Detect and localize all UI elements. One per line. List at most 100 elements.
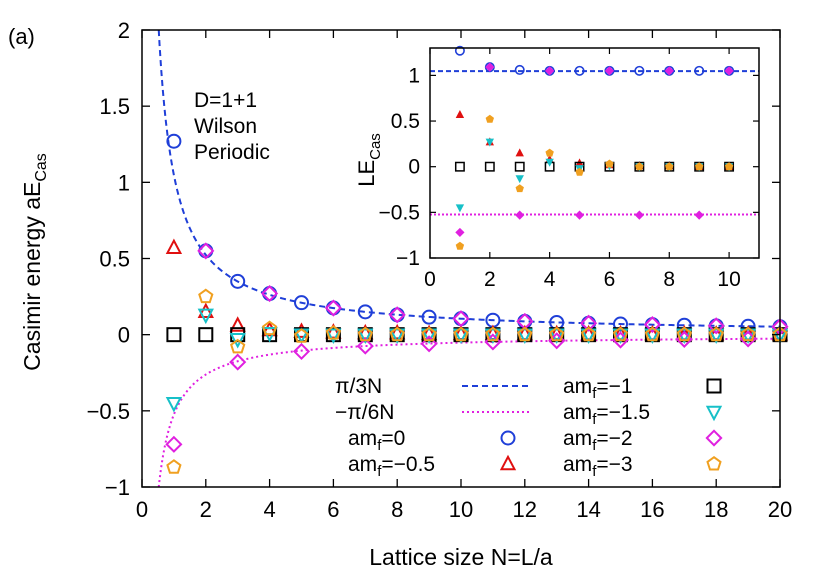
inset-point-pentagon-4 [545, 148, 554, 157]
inset-point-square-3 [514, 161, 525, 172]
main-xtick-label-8: 8 [391, 497, 403, 522]
main-point-triangle-up-3 [229, 316, 246, 332]
main-ytick-label-0: 0 [118, 323, 130, 348]
main-point-circle-3 [230, 273, 246, 289]
main-point-triangle-up-2 [197, 302, 214, 319]
inset-point-pentagon-3 [515, 184, 524, 193]
main-point-triangle-down-18 [708, 328, 725, 344]
inset-point-circle-9 [694, 65, 705, 76]
main-point-pentagon-9 [421, 326, 437, 342]
main-point-triangle-up-6 [325, 323, 342, 339]
main-ytick-label-2: 2 [118, 18, 130, 43]
main-point-triangle-down-3 [229, 333, 246, 349]
inset-point-diamond-6 [604, 66, 615, 76]
main-point-square-2 [198, 327, 214, 343]
legend-label-triangle-up: amf=−0.5 [348, 453, 435, 480]
main-point-triangle-down-6 [325, 328, 342, 344]
main-point-pentagon-19 [740, 326, 756, 342]
legend-marker-diamond [705, 429, 723, 447]
main-point-diamond-7 [356, 337, 374, 355]
inset-ytick-label-0-5: 0.5 [391, 110, 420, 133]
main-xtick-label-2: 2 [200, 497, 212, 522]
legend-label-minus-pi-over-6n: −π/6N [335, 401, 394, 424]
main-point-pentagon-5 [293, 328, 310, 343]
main-point-diamond-4 [261, 284, 279, 303]
inset-xtick-label-6: 6 [604, 268, 616, 291]
main-point-pentagon-7 [357, 326, 373, 342]
inset-point-pentagon-9 [694, 162, 704, 171]
main-point-pentagon-8 [389, 326, 405, 342]
main-point-square-1 [166, 327, 182, 343]
legend-marker-triangle-down [705, 405, 723, 422]
main-point-circle-7 [357, 304, 373, 320]
main-point-pentagon-12 [517, 326, 533, 342]
main-point-circle-15 [613, 316, 628, 332]
main-point-pentagon-3 [230, 338, 246, 354]
main-xtick-label-12: 12 [513, 497, 537, 522]
inset-point-diamond-1 [455, 227, 465, 238]
inset-point-diamond-10 [724, 66, 734, 76]
main-ytick-label-0-5: −0.5 [87, 399, 130, 424]
inset-point-diamond-5 [574, 210, 585, 220]
legend-marker-triangle-up [499, 454, 517, 471]
main-point-pentagon-6 [325, 325, 342, 340]
main-point-diamond-1 [165, 435, 183, 453]
main-ytick-label-1-5: 1.5 [99, 94, 130, 119]
main-point-triangle-down-9 [420, 328, 438, 344]
inset-point-triangle-up-1 [455, 110, 465, 119]
main-point-diamond-8 [388, 306, 406, 324]
inset-ytick-label-1: −1 [396, 247, 420, 270]
main-point-pentagon-2 [198, 288, 214, 304]
inset-point-pentagon-2 [485, 114, 495, 123]
main-point-pentagon-1 [166, 459, 182, 474]
main-point-pentagon-14 [580, 326, 597, 342]
annotation-box: D=1+1 Wilson Periodic [194, 89, 270, 164]
main-point-triangle-down-7 [357, 328, 374, 344]
legend-label-pi-over-3n: π/3N [335, 375, 382, 398]
inset-point-pentagon-8 [665, 162, 674, 171]
inset-point-circle-1 [454, 45, 465, 56]
inset-point-pentagon-1 [455, 241, 465, 250]
main-point-triangle-down-11 [484, 328, 502, 344]
inset-point-diamond-7 [634, 210, 644, 220]
annotation-fermion-type: Wilson [194, 115, 257, 138]
main-xtick-label-6: 6 [327, 497, 339, 522]
main-point-pentagon-18 [708, 326, 724, 342]
inset-xtick-label-8: 8 [663, 268, 675, 291]
legend-label-diamond: amf=−2 [563, 427, 633, 454]
inset-xtick-label-2: 2 [484, 268, 496, 291]
inset-point-circle-5 [574, 65, 585, 76]
legend-label-square: amf=−1 [563, 375, 633, 402]
annotation-dimension: D=1+1 [194, 89, 257, 112]
legend-label-circle: amf=0 [348, 427, 405, 454]
main-point-triangle-up-9 [420, 324, 438, 341]
main-point-triangle-down-1 [165, 397, 183, 413]
inset-plot-frame [429, 47, 760, 259]
inset-point-circle-3 [514, 64, 525, 75]
inset-point-triangle-up-3 [515, 148, 524, 157]
main-y-axis-label: Casimir energy aECas [19, 153, 50, 371]
main-point-pentagon-10 [453, 326, 469, 342]
inset-point-pentagon-5 [575, 167, 584, 176]
inset-point-triangle-down-3 [515, 175, 524, 184]
main-point-pentagon-11 [485, 326, 501, 342]
main-point-triangle-down-10 [452, 328, 470, 344]
main-point-triangle-up-8 [389, 323, 406, 340]
inset-point-diamond-8 [664, 66, 674, 76]
legend: π/3N−π/6Namf=0amf=−0.5amf=−1amf=−1.5amf=… [335, 375, 723, 480]
main-point-pentagon-16 [644, 326, 661, 342]
main-xtick-label-4: 4 [263, 497, 275, 522]
main-point-diamond-3 [229, 353, 247, 371]
main-point-diamond-5 [292, 342, 311, 360]
inset-point-diamond-2 [485, 62, 495, 72]
main-point-pentagon-4 [261, 320, 278, 336]
annotation-boundary: Periodic [194, 141, 270, 164]
main-point-circle-1 [166, 133, 182, 149]
main-point-diamond-10 [452, 310, 470, 328]
inset-point-diamond-4 [545, 66, 555, 76]
main-xtick-label-16: 16 [640, 497, 664, 522]
main-xtick-label-10: 10 [449, 497, 473, 522]
legend-label-pentagon: amf=−3 [563, 453, 633, 480]
inset-xtick-label-10: 10 [717, 268, 740, 291]
main-point-triangle-down-16 [644, 328, 661, 344]
